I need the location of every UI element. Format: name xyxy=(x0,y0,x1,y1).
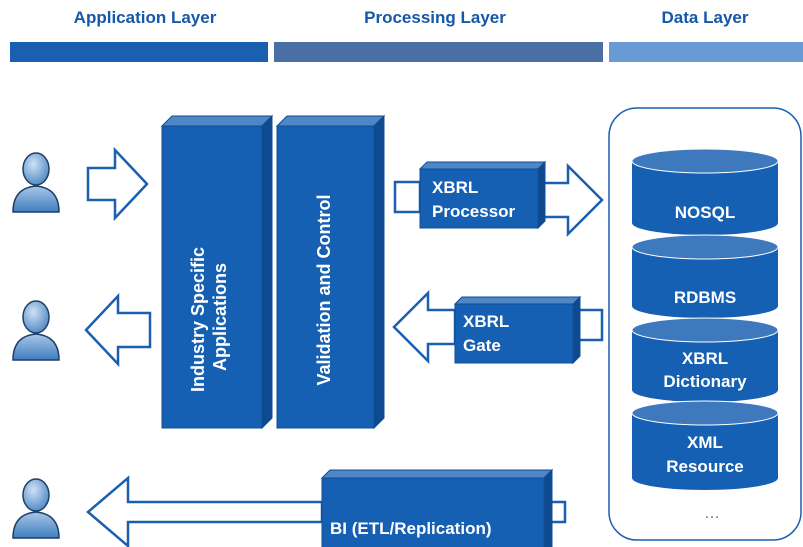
industry-applications-block: Industry Specific Applications xyxy=(160,114,274,430)
dictionary-label-line1: XBRL xyxy=(682,349,728,368)
arrow-left-icon xyxy=(392,289,457,365)
user-icon xyxy=(12,478,60,539)
gate-label-line1: XBRL xyxy=(463,312,509,331)
data-layer-band xyxy=(609,42,803,62)
xbrl-processor-block: XBRL Processor xyxy=(418,160,547,230)
arrow-right-icon xyxy=(86,146,149,222)
bi-label: BI (ETL/Replication) xyxy=(330,519,492,538)
processor-label-line1: XBRL xyxy=(432,178,478,197)
arrow-left-icon xyxy=(84,292,152,368)
validation-label: Validation and Control xyxy=(314,194,334,385)
user-icon xyxy=(12,300,60,361)
application-layer-band xyxy=(10,42,268,62)
processing-layer-band xyxy=(274,42,603,62)
processor-label-line2: Processor xyxy=(432,202,516,221)
industry-label-line1: Industry Specific xyxy=(188,247,208,392)
processing-layer-title: Processing Layer xyxy=(364,8,506,27)
xml-label-line2: Resource xyxy=(666,457,743,476)
application-layer-title: Application Layer xyxy=(73,8,217,27)
rdbms-label: RDBMS xyxy=(674,288,736,307)
processor-input-connector xyxy=(393,180,422,214)
gate-label-line2: Gate xyxy=(463,336,501,355)
rdbms-database: RDBMS xyxy=(631,234,779,318)
user-icon xyxy=(12,152,60,213)
bi-etl-block: BI (ETL/Replication) xyxy=(320,468,554,547)
xbrl-gate-block: XBRL Gate xyxy=(453,295,582,365)
data-layer-title: Data Layer xyxy=(661,8,749,27)
validation-control-block: Validation and Control xyxy=(275,114,386,430)
arrow-right-icon xyxy=(538,162,604,238)
arrow-left-long-icon xyxy=(86,475,324,547)
xml-resource-database: XML Resource xyxy=(631,400,779,490)
xbrl-dictionary-database: XBRL Dictionary xyxy=(631,317,779,402)
industry-label-line2: Applications xyxy=(210,263,230,371)
dictionary-label-line2: Dictionary xyxy=(663,372,747,391)
nosql-database: NOSQL xyxy=(631,148,779,235)
svg-text:Industry Specific Applic: Industry Specific Applications xyxy=(188,242,230,392)
nosql-label: NOSQL xyxy=(675,203,735,222)
more-databases-ellipsis: … xyxy=(704,505,720,522)
xml-label-line1: XML xyxy=(687,433,723,452)
